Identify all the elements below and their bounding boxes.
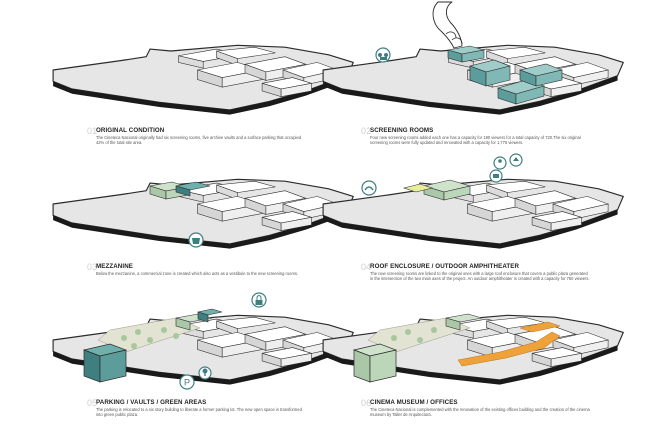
panel-01-title: 01 ORIGINAL CONDITION [87,126,306,136]
panel-06-body: The Cineteca Nacional is complemented wi… [370,407,590,418]
parking-building [82,343,128,383]
panel-06-caption: 06 CINEMA MUSEUM / OFFICES The Cineteca … [361,398,592,418]
panel-05-body: The parking is relocated to a six story … [96,407,302,418]
panel-01-title-text: ORIGINAL CONDITION [96,127,165,134]
panel-05-diagram: P [52,292,354,390]
panel-05-caption: 05 PARKING / VAULTS / GREEN AREAS The pa… [87,398,306,418]
panel-02-caption: 02 SCREENING ROOMS Four new screening ro… [361,126,590,146]
lock-icon [251,292,267,308]
panel-03-caption: 03 MEZZANINE Below the mezzanine, a comm… [87,262,306,276]
panel-05-number: 05 [87,398,98,408]
vaults-06 [445,313,483,331]
panel-01-number: 01 [87,126,98,136]
plaza-06 [367,317,471,353]
panel-03-number: 03 [87,262,98,272]
cinema-museum-offices [457,321,561,367]
tree-icon [198,366,212,380]
panel-03-body: Below the mezzanine, a commercial zone i… [96,271,299,276]
parking-icon: P [179,374,195,390]
panel-06-number: 06 [361,398,372,408]
panel-03-diagram [52,178,354,250]
panel-02-title-text: SCREENING ROOMS [370,127,434,134]
panel-02-body: Four new screening rooms added each one … [370,135,581,146]
panel-04-body: The new screening rooms are linked to th… [370,271,590,282]
panel-04-caption: 04 ROOF ENCLOSURE / OUTDOOR AMPHITHEATER… [361,262,592,282]
vault-volumes [175,308,223,331]
panel-02-diagram [322,1,624,116]
panel-06-diagram [322,313,624,386]
film-reel-icon [375,47,391,63]
green-plaza [97,317,201,353]
panel-02-title: 02 SCREENING ROOMS [361,126,590,136]
hand-placing-icon [432,1,463,49]
panel-01-caption: 01 ORIGINAL CONDITION The Cineteca Nacio… [87,126,306,146]
panel-05-title: 05 PARKING / VAULTS / GREEN AREAS [87,398,306,408]
roof-enclosure [402,179,472,201]
panel-06-title-text: CINEMA MUSEUM / OFFICES [370,399,458,406]
panel-05-title-text: PARKING / VAULTS / GREEN AREAS [96,399,207,406]
panel-04-diagram [322,153,624,250]
panel-04-title-text: ROOF ENCLOSURE / OUTDOOR AMPHITHEATER [370,263,520,270]
new-screening-rooms [447,45,564,105]
panel-06-title: 06 CINEMA MUSEUM / OFFICES [361,398,592,408]
panel-04-title: 04 ROOF ENCLOSURE / OUTDOOR AMPHITHEATER [361,262,592,272]
parking-building-06 [352,343,398,383]
mezzanine-volumes [149,181,211,200]
amphitheater-icon [361,180,377,196]
shop-bag-icon [188,232,204,248]
panel-01-diagram [52,44,354,116]
panel-03-title-text: MEZZANINE [96,263,133,270]
panel-03-title: 03 MEZZANINE [87,262,306,272]
parking-letter: P [184,378,190,388]
panel-02-number: 02 [361,126,372,136]
panel-04-number: 04 [361,262,372,272]
people-icon [489,153,523,183]
panel-01-body: The Cineteca Nacional originally had six… [96,135,302,146]
